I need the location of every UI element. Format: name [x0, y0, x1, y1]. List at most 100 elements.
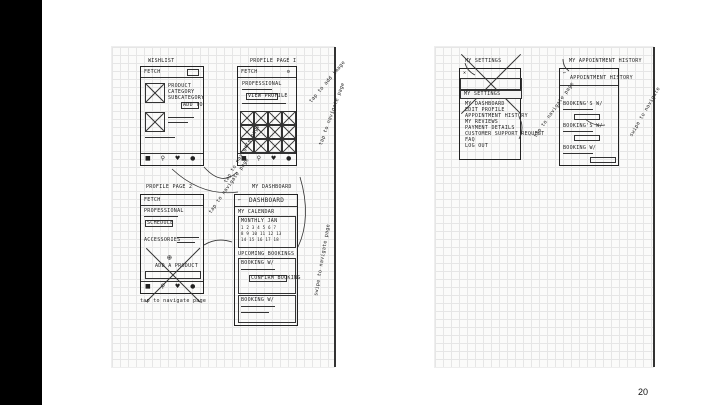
wishlist-item-line: CATEGORY: [168, 89, 195, 95]
profile-page-1-heading: PROFILE PAGE I: [250, 58, 297, 64]
calendar-month: MONTHLY JAN: [241, 218, 278, 224]
header-divider: [235, 206, 297, 207]
profile-page-2-wireframe: FETCH PROFESSIONAL SCHEDULE ACCESSORIES …: [140, 194, 204, 294]
schedule-button[interactable]: SCHEDULE: [145, 220, 173, 227]
page-edge: [653, 47, 655, 367]
header-divider: [141, 205, 203, 206]
view-profile-button[interactable]: VIEW PROFILE: [246, 93, 287, 100]
bottom-nav-icons[interactable]: ■ ⚲ ♥ ●: [145, 283, 200, 290]
settings-menu-item[interactable]: LOG OUT: [465, 143, 489, 149]
profile-1-subtitle: PROFESSIONAL: [242, 81, 282, 87]
settings-banner-text: MY SETTINGS: [464, 91, 501, 97]
text-line: [177, 237, 199, 238]
slide-page-number: 20: [638, 387, 649, 397]
annotation: tap to navigate page: [140, 298, 207, 304]
mail-icon: [187, 69, 199, 76]
text-line: [242, 103, 286, 104]
header-divider: [238, 77, 296, 78]
profile-page-2-heading: PROFILE PAGE 2: [146, 184, 193, 190]
settings-menu-item[interactable]: EDIT PROFILE: [465, 107, 505, 113]
text-line: [168, 117, 194, 118]
slide-left-bar: [0, 0, 42, 405]
settings-image-placeholder: [460, 78, 522, 90]
product-image-placeholder: [145, 112, 165, 132]
upcoming-bookings-label: UPCOMING BOOKINGS: [238, 251, 295, 257]
profile-2-app-title: FETCH: [144, 197, 161, 203]
text-line: [144, 216, 178, 217]
booking-label: BOOKING W/: [241, 260, 275, 266]
booking-card[interactable]: BOOKING W/ CONFIRM BOOKING: [238, 258, 300, 294]
back-arrow-icon[interactable]: ←: [238, 197, 242, 203]
booking-label: BOOKING W/: [241, 297, 275, 303]
text-line: [177, 242, 195, 243]
my-dashboard-heading: MY DASHBOARD: [252, 184, 292, 190]
text-line: [145, 137, 175, 138]
schedule-button-label: SCHEDULE: [147, 220, 174, 226]
my-dashboard-wireframe: ← DASHBOARD MY CALENDAR MONTHLY JAN 1 2 …: [234, 194, 300, 326]
header-divider: [141, 77, 203, 78]
my-settings-heading: MY SETTINGS: [465, 58, 502, 64]
text-line: [563, 131, 593, 132]
text-line: [563, 153, 593, 154]
wishlist-heading: WISHLIST: [148, 58, 175, 64]
wishlist-add-button-label: ADD TO: [183, 102, 203, 108]
wishlist-wireframe: FETCH PRODUCT CATEGORY SUBCATEGORY ADD T…: [140, 66, 204, 166]
settings-menu-item[interactable]: PAYMENT DETAILS: [465, 125, 515, 131]
booking-card[interactable]: BOOKING W/: [238, 295, 296, 323]
dashboard-title: DASHBOARD: [249, 197, 285, 204]
nav-divider: [141, 281, 203, 282]
appointment-history-heading: MY APPOINTMENT HISTORY: [569, 58, 642, 64]
details-button[interactable]: [590, 157, 616, 163]
bottom-nav-icons[interactable]: ■ ⚲ ♥ ●: [145, 155, 200, 162]
calendar-days: 14 15 16 17 18: [241, 237, 279, 242]
calendar-label: MY CALENDAR: [238, 209, 275, 215]
add-product-label: ADD A PRODUCT: [155, 263, 199, 269]
text-line: [242, 89, 272, 90]
details-button[interactable]: [574, 135, 600, 141]
back-arrow-icon[interactable]: ←: [563, 70, 567, 76]
page-edge: [334, 47, 336, 367]
product-image-placeholder: [145, 83, 165, 103]
sketch-arrows: [464, 58, 606, 140]
gear-icon[interactable]: ⚙: [287, 69, 291, 75]
confirm-booking-label: CONFIRM BOOKING: [251, 275, 301, 281]
text-line: [241, 269, 275, 270]
booking-entry: BOOKING'S W/: [563, 101, 603, 107]
gallery-image-placeholder[interactable]: [282, 139, 296, 153]
accessories-section-label: ACCESSORIES: [144, 237, 181, 243]
sketch-page-left: WISHLIST FETCH PRODUCT CATEGORY SUBCATEG…: [112, 47, 347, 367]
wishlist-add-button[interactable]: ADD TO: [181, 102, 203, 109]
wishlist-item-line: PRODUCT: [168, 83, 192, 89]
wishlist-app-title: FETCH: [144, 69, 161, 75]
header-divider: [560, 85, 618, 86]
sketch-page-right: MY SETTINGS ✕ MY SETTINGS MY DASHBOARD E…: [435, 47, 662, 367]
calendar-days: 8 9 10 11 12 13: [241, 231, 282, 236]
my-settings-wireframe: ✕ MY SETTINGS MY DASHBOARD EDIT PROFILE …: [459, 68, 544, 160]
appointment-history-title: APPOINTMENT HISTORY: [570, 75, 633, 81]
calendar-days: 1 2 3 4 5 6 7: [241, 225, 277, 230]
text-line: [241, 312, 269, 313]
text-line: [563, 109, 593, 110]
settings-menu-item[interactable]: MY REVIEWS: [465, 119, 499, 125]
settings-menu-item[interactable]: APPOINTMENT HISTORY: [465, 113, 528, 119]
sketch-arrows: [171, 166, 306, 248]
nav-divider: [141, 153, 203, 154]
close-icon[interactable]: ✕: [463, 70, 467, 76]
text-line: [168, 122, 188, 123]
settings-menu-item[interactable]: CUSTOMER SUPPORT REQUEST: [465, 131, 545, 137]
settings-menu-item[interactable]: FAQ: [465, 137, 475, 143]
bottom-nav-icons[interactable]: ■ ⚲ ♥ ●: [241, 155, 296, 162]
profile-2-subtitle: PROFESSIONAL: [144, 208, 184, 214]
settings-menu-item[interactable]: MY DASHBOARD: [465, 101, 505, 107]
appointment-history-wireframe: ← APPOINTMENT HISTORY BOOKING'S W/ BOOKI…: [559, 68, 633, 166]
confirm-booking-button[interactable]: CONFIRM BOOKING: [249, 275, 300, 282]
booking-entry: BOOKING'S W/: [563, 123, 603, 129]
text-line: [241, 306, 275, 307]
profile-page-1-wireframe: FETCH ⚙ PROFESSIONAL VIEW PROFILE ■ ⚲ ♥ …: [237, 66, 297, 166]
add-icon[interactable]: ⊕: [167, 253, 173, 262]
details-button[interactable]: [574, 114, 600, 120]
calendar-widget[interactable]: MONTHLY JAN 1 2 3 4 5 6 7 8 9 10 11 12 1…: [238, 216, 296, 248]
nav-divider: [238, 153, 296, 154]
wishlist-item-line: SUBCATEGORY: [168, 95, 205, 101]
profile-1-app-title: FETCH: [241, 69, 258, 75]
